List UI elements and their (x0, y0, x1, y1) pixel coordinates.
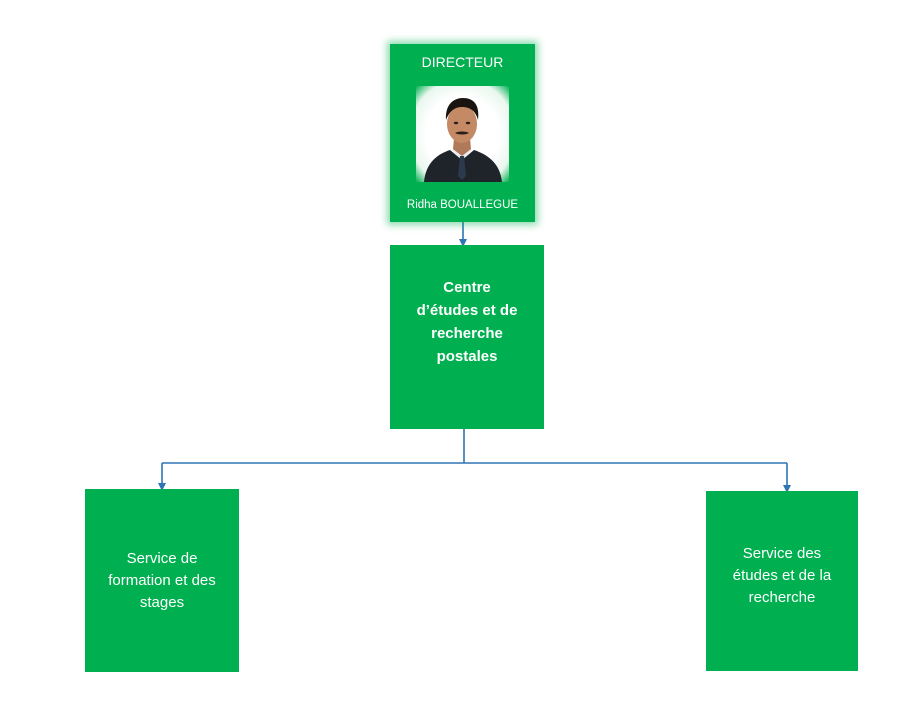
person-portrait-icon (416, 86, 509, 182)
center-unit-box: Centre d’études et de recherche postales (390, 245, 544, 429)
research-service-box: Service des études et de la recherche (706, 491, 858, 671)
training-service-label: Service de formation et des stages (108, 549, 216, 611)
center-unit-label: Centre d’études et de recherche postales (416, 279, 518, 365)
research-service-label: Service des études et de la recherche (732, 545, 832, 606)
director-title: DIRECTEUR (421, 54, 504, 70)
training-service-box: Service de formation et des stages (85, 489, 239, 672)
director-name: Ridha BOUALLEGUE (406, 199, 519, 211)
director-box: DIRECTEUR Ridha BOUALLEGUE (390, 44, 535, 222)
